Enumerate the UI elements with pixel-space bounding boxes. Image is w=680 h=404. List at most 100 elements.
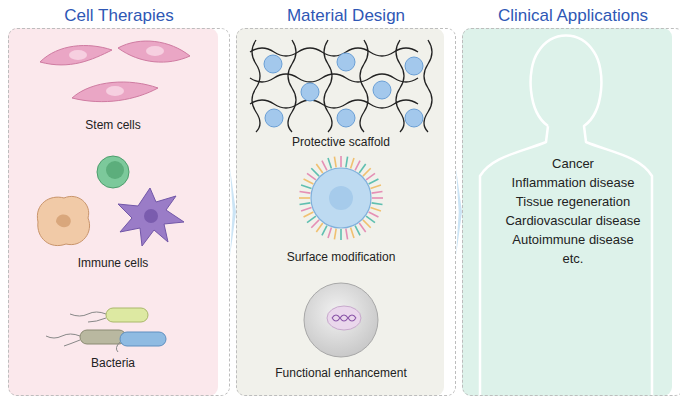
scaffold-fiber [396,40,404,132]
panel-border [462,28,680,396]
scaffold-fiber [250,100,418,108]
panel-grounds [8,28,672,396]
panel-heading: Clinical Applications [462,4,680,28]
nucleus [56,215,71,228]
coating-strand [311,168,319,176]
coating-strand [322,226,327,236]
coating-strand [355,161,360,171]
cell [301,83,319,101]
coating-strand [351,227,354,237]
cell [337,109,355,127]
cell [265,109,283,127]
coating-strand [355,226,360,236]
coating-strand [322,161,327,171]
stage-panel: Cell Therapies [8,4,230,396]
coating-strand [363,220,371,228]
stage-panel: Clinical ApplicationsCancerInflammation … [462,4,680,396]
stem-cell [40,46,112,65]
bacterium [120,332,166,346]
panel-ground [8,28,218,396]
stem-cell [118,41,190,62]
scaffold-fiber [250,74,418,82]
cell [264,55,282,73]
nucleus [69,50,87,60]
coating-strand [370,208,380,211]
stem-cell [72,82,158,102]
coating-strand [304,212,314,217]
coating-strand [359,164,365,173]
coating-strand [299,197,310,199]
figure-label: Immune cells [78,256,149,271]
scaffold [250,40,432,132]
nucleus [327,306,361,330]
coating-strand [334,229,336,240]
coating-strand [340,229,342,240]
bacterium [80,330,126,344]
figure-label: Stem cells [85,118,140,133]
stem-cells [40,41,190,102]
coating-strand [351,158,354,168]
flagellum [46,334,80,346]
immune-cells [37,156,184,246]
application-item: Cancer [462,154,680,173]
scaffold-fiber [360,40,368,132]
coating-strand [328,227,331,237]
coating-strand [307,173,316,179]
coating-strand [366,173,375,179]
panel-ground [236,28,444,396]
coating-strand [300,191,311,193]
coating-strand [334,157,336,168]
flagellum [116,342,120,352]
coating-strand [300,203,311,205]
panel-heading: Material Design [236,4,456,28]
nucleus [144,209,158,223]
coating-strand [369,179,379,184]
dendritic-cell [118,188,184,246]
lymphocyte [97,156,129,188]
scaffold-cells [264,53,423,127]
application-item: etc. [462,249,680,268]
coating-strand [311,220,319,228]
coating-strand [316,223,322,232]
coating-strand [304,179,314,184]
figure-label: Surface modification [287,250,396,265]
enhanced-cell [304,283,378,357]
scaffold-fiber [424,40,432,132]
panel-heading: Cell Therapies [8,4,230,28]
coated-cell [311,168,371,228]
coating-strand [328,158,331,168]
coating-strand [301,185,311,188]
figure-label: Functional enhancement [275,366,406,381]
application-item: Autoimmune disease [462,230,680,249]
nucleus [106,161,124,179]
panel-body: CancerInflammation diseaseTissue regener… [462,154,680,268]
panel-border [236,28,456,396]
cell [337,53,355,71]
cell [405,57,423,75]
application-item: Cardiovascular disease [462,211,680,230]
bacteria [46,308,166,352]
coating-strand [369,212,379,217]
application-item: Tissue regeneration [462,192,680,211]
coating-strand [346,157,348,168]
figure-label: Bacteria [91,356,135,371]
scaffold-fiber [252,40,260,132]
coating-strand [301,208,311,211]
bacterium [106,308,148,322]
stage-panel: Material Design [236,4,456,396]
macrophage [37,196,89,245]
scaffold-fiber [288,40,296,132]
scaffold-fiber [324,40,332,132]
nucleus [146,46,164,56]
cell [373,81,391,99]
coating-strand [372,191,383,193]
nucleus [329,186,353,210]
coating-strand [307,216,316,222]
coating-strand [316,164,322,173]
flagellum [70,312,106,322]
coating-strand [372,197,383,199]
panel-border [8,28,230,396]
coating-strand [370,185,380,188]
coating-strand [346,229,348,240]
